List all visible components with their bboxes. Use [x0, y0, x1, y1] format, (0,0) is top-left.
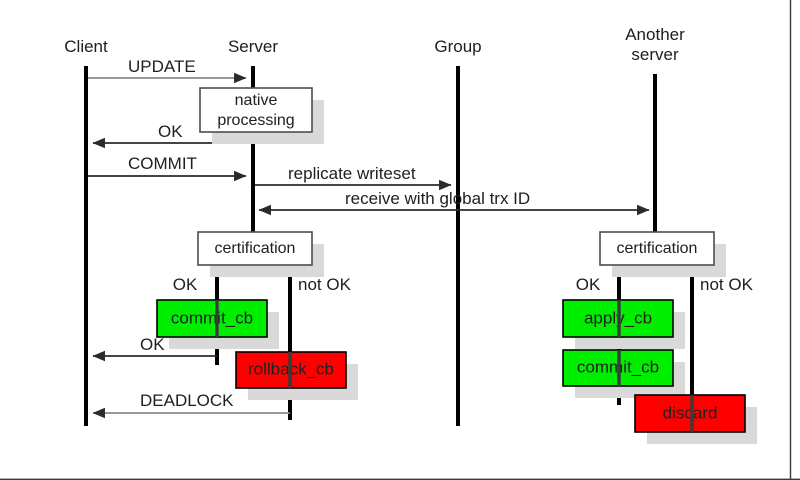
- branch-label-server-not-ok: not OK: [298, 275, 352, 294]
- box-label-native-processing-line2: processing: [217, 112, 294, 129]
- branch-line-overlays: [215, 300, 694, 432]
- message-label-receive-global-trx-id: receive with global trx ID: [345, 189, 530, 208]
- message-label-ok-2: OK: [140, 335, 165, 354]
- lifeline-label-another-server-line1: Another: [625, 25, 685, 44]
- lifelines: [84, 66, 657, 426]
- branch-label-server-ok: OK: [173, 275, 198, 294]
- lifeline-labels: Client Server Group Another server: [64, 25, 685, 64]
- lifeline-label-group: Group: [434, 37, 481, 56]
- box-label-commit-cb-server: commit_cb: [171, 308, 253, 327]
- box-certification-another-server[interactable]: certification: [599, 231, 726, 277]
- branch-labels: OK not OK OK not OK: [173, 275, 754, 294]
- message-label-ok-1: OK: [158, 122, 183, 141]
- message-label-update: UPDATE: [128, 57, 196, 76]
- message-labels: UPDATE OK COMMIT replicate writeset rece…: [128, 57, 530, 410]
- branch-label-another-not-ok: not OK: [700, 275, 754, 294]
- lifeline-label-another-server-line2: server: [631, 45, 679, 64]
- box-commit-cb-another-server[interactable]: commit_cb: [562, 349, 685, 398]
- branch-label-another-ok: OK: [576, 275, 601, 294]
- message-label-replicate-writeset: replicate writeset: [288, 164, 416, 183]
- box-label-certification-server: certification: [215, 240, 296, 257]
- box-rollback-cb-server[interactable]: rollback_cb: [235, 351, 358, 400]
- box-label-native-processing-line1: native: [235, 92, 278, 109]
- lifeline-label-client: Client: [64, 37, 108, 56]
- box-certification-server[interactable]: certification: [197, 231, 324, 277]
- message-arrows: [88, 72, 650, 419]
- box-native-processing[interactable]: native processing: [199, 87, 324, 144]
- box-label-certification-another-server: certification: [617, 240, 698, 257]
- message-label-deadlock: DEADLOCK: [140, 391, 234, 410]
- message-label-commit: COMMIT: [128, 154, 197, 173]
- box-commit-cb-server[interactable]: commit_cb: [156, 299, 279, 349]
- box-label-discard-another-server: discard: [663, 403, 718, 422]
- lifeline-label-server: Server: [228, 37, 278, 56]
- box-discard-another-server[interactable]: discard: [634, 394, 757, 444]
- box-apply-cb-another-server[interactable]: apply_cb: [562, 299, 685, 349]
